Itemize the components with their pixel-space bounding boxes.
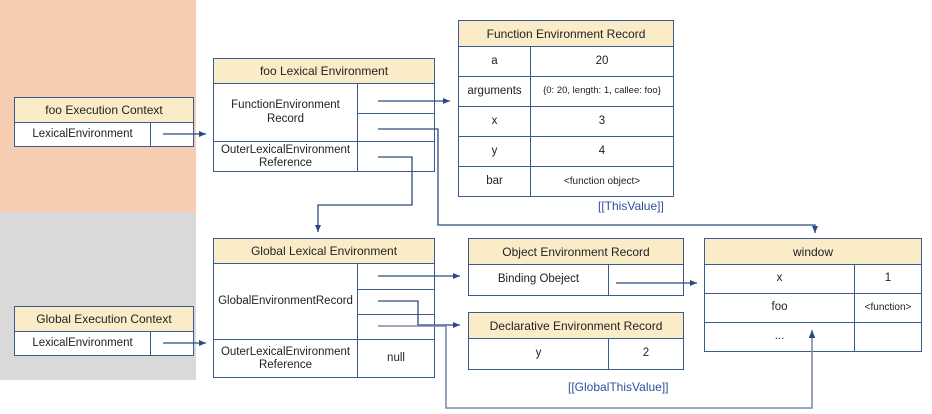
fer-value-x: 3 [598,114,606,127]
table-row: x 1 [705,265,921,293]
fer-key-arguments: arguments [459,77,531,106]
window-value-x: 1 [884,272,892,285]
this-value-label: [[ThisValue]] [598,199,664,213]
fer-value-arguments: {0: 20, length: 1, callee: foo} [543,85,661,97]
table-row: LexicalEnvironment [15,332,193,356]
foo-ec-lexical-environment-key: LexicalEnvironment [15,123,151,147]
table-row: ... [705,322,921,351]
table-row: LexicalEnvironment [15,123,193,147]
fer-value-a: 20 [595,54,609,67]
table-row: y 4 [459,136,673,166]
global-execution-context-box: Global Execution Context LexicalEnvironm… [14,306,194,356]
global-lex-outer-ref-key: OuterLexicalEnvironment Reference [214,339,357,378]
declarative-environment-record-table: Declarative Environment Record y 2 [468,312,684,370]
der-value-y: 2 [642,347,650,360]
window-object-title: window [705,239,921,265]
table-row: foo <function> [705,293,921,322]
global-ec-lexical-environment-key: LexicalEnvironment [15,332,151,356]
window-key-x: x [705,265,855,293]
foo-lex-slot-1 [358,84,434,113]
function-environment-record-title: Function Environment Record [459,21,673,47]
foo-lex-function-env-record-key: FunctionEnvironment Record [231,99,340,125]
global-lex-slot-3 [358,314,434,339]
foo-execution-context-box: foo Execution Context LexicalEnvironment [14,97,194,147]
table-row: y 2 [469,339,683,369]
global-lex-slot-1 [358,264,434,289]
foo-lexical-environment-title: foo Lexical Environment [214,59,434,84]
window-value-ellipsis [855,323,921,351]
table-row: arguments {0: 20, length: 1, callee: foo… [459,76,673,106]
declarative-environment-record-title: Declarative Environment Record [469,313,683,339]
global-lexical-environment-title: Global Lexical Environment [214,239,434,264]
foo-ec-lexical-environment-pointer [151,123,193,147]
table-row: a 20 [459,47,673,76]
oer-value-binding-object [609,265,683,295]
fer-value-bar: <function object> [563,175,641,187]
object-environment-record-title: Object Environment Record [469,239,683,265]
global-lex-outer-ref-value: null [358,339,434,378]
global-ec-lexical-environment-pointer [151,332,193,356]
table-row: Binding Obeject [469,265,683,295]
global-this-value-label: [[GlobalThisValue]] [568,380,669,394]
window-object-table: window x 1 foo <function> ... [704,238,922,352]
table-row: bar <function object> [459,166,673,196]
foo-execution-context-title: foo Execution Context [15,98,193,123]
window-value-foo: <function> [864,302,912,314]
der-key-y: y [469,339,609,369]
oer-key-binding-object: Binding Obeject [469,265,609,295]
foo-lex-slot-2 [358,113,434,141]
global-lexical-environment-box: Global Lexical Environment GlobalEnviron… [213,238,435,378]
global-lex-slot-2 [358,289,434,314]
foo-lex-slot-outer [358,141,434,172]
fer-key-y: y [459,137,531,166]
fer-key-x: x [459,107,531,136]
fer-key-a: a [459,47,531,76]
function-environment-record-table: Function Environment Record a 20 argumen… [458,20,674,197]
foo-lexical-environment-box: foo Lexical Environment FunctionEnvironm… [213,58,435,172]
window-key-ellipsis: ... [705,323,855,351]
table-row: x 3 [459,106,673,136]
foo-lex-outer-ref-key: OuterLexicalEnvironment Reference [214,141,357,172]
global-execution-context-title: Global Execution Context [15,307,193,332]
fer-key-bar: bar [459,167,531,196]
fer-value-y: 4 [598,144,606,157]
object-environment-record-table: Object Environment Record Binding Obejec… [468,238,684,296]
window-key-foo: foo [705,294,855,322]
global-lex-global-env-record-key: GlobalEnvironmentRecord [218,294,353,307]
